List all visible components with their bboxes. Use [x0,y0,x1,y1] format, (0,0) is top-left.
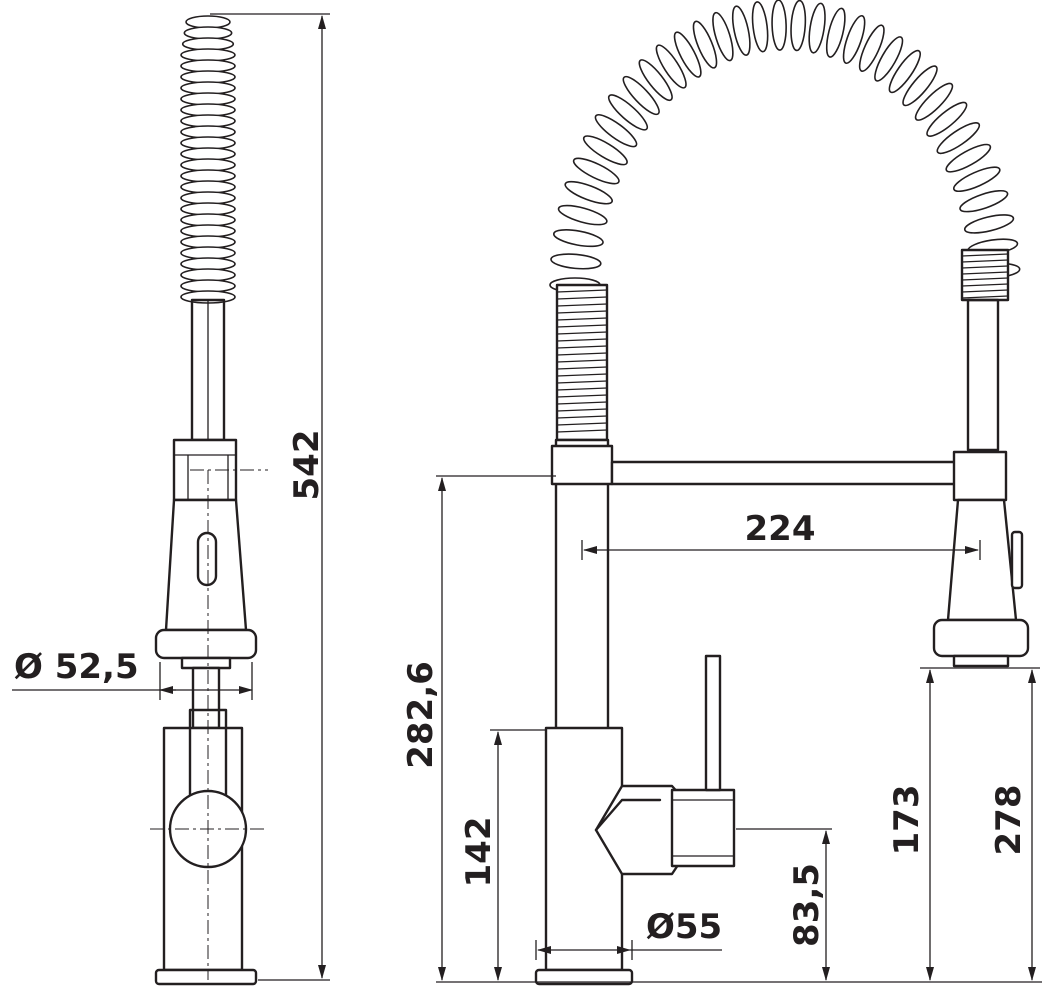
coil-line [556,387,608,391]
coil-loop [607,94,649,131]
coil-line [556,401,608,405]
coil-line [556,345,608,349]
coil-loop [692,20,718,69]
side-view-head-base [154,628,258,660]
coil-loop [638,59,673,102]
coil-loop [550,253,602,270]
coil-line [556,310,608,314]
coil-loop [731,5,751,56]
coil-loop [594,114,638,148]
front-view-spout-arm [610,460,958,486]
front-view-column [554,438,610,732]
coil-loop [572,157,620,185]
coil-loop [858,24,885,72]
coil-loop [790,0,807,52]
coil-line [961,259,1009,263]
coil-loop [825,7,846,58]
coil-loop [673,31,702,78]
coil-line [556,324,608,328]
side-view: 542 Ø 52,5 [12,13,330,986]
coil-loop [959,189,1009,213]
coil-line [556,422,608,426]
front-view-right-coil [960,248,1010,302]
coil-loop [622,75,660,116]
coil-line [556,380,608,384]
coil-loop [564,180,614,205]
dim-label-base-diameter: Ø55 [646,907,722,947]
front-view-lever-handle [704,654,722,792]
coil-loop [914,82,954,121]
coil-loop [874,36,904,82]
dim-label-total-height: 542 [287,430,327,501]
dim-label-head-height: 278 [989,785,1029,856]
coil-line [556,296,608,300]
dim-label-reach: 224 [745,509,816,549]
coil-line [961,253,1009,257]
coil-line [556,352,608,356]
coil-loop [945,143,992,173]
front-view-spray-button [1010,530,1024,590]
coil-loop [557,204,608,226]
coil-loop [712,11,734,62]
coil-loop [936,122,981,155]
coil-line [556,303,608,307]
side-view-base-plate [154,968,258,986]
coil-line [556,429,608,433]
coil-line [961,265,1009,269]
front-view-lever-cap [670,788,736,868]
coil-line [556,289,608,293]
coil-line [556,366,608,370]
side-view-spray-button [196,531,218,587]
dim-label-spout-height: 282,6 [401,661,441,769]
coil-loop [902,65,938,107]
dim-label-spout-diameter: Ø 52,5 [14,647,139,687]
coil-line [556,394,608,398]
front-view-lower-coil [555,283,609,442]
coil-loop [952,166,1001,193]
front-view-spray-head [946,498,1018,622]
front-view: 282,6 142 224 83,5 173 278 Ø55 [401,0,1042,986]
coil-line [961,283,1009,287]
dim-label-body-height: 142 [459,817,499,888]
coil-line [961,289,1009,293]
coil-loop [808,2,826,54]
front-view-head-collar [952,450,1008,502]
front-view-collar [550,444,614,486]
coil-line [556,415,608,419]
front-view-base-plate [534,968,634,986]
dim-label-lever-height: 83,5 [787,863,827,947]
coil-line [556,317,608,321]
coil-loop [963,214,1015,234]
front-view-arch-coil [549,0,1021,293]
coil-line [961,295,1009,299]
side-view-spring-coil [180,15,236,304]
coil-loop [751,1,769,53]
coil-line [556,408,608,412]
coil-loop [771,0,787,51]
coil-loop [926,101,968,137]
coil-line [961,277,1009,281]
coil-loop [552,229,604,248]
coil-loop [655,44,687,89]
dim-label-head-clearance: 173 [887,785,927,856]
coil-loop [888,49,921,94]
coil-line [556,373,608,377]
coil-line [961,271,1009,275]
coil-loop [842,14,866,65]
coil-line [556,359,608,363]
coil-loop [582,135,628,166]
coil-line [556,331,608,335]
front-view-head-base [932,618,1030,658]
coil-sleeve [960,248,1010,302]
coil-line [556,338,608,342]
